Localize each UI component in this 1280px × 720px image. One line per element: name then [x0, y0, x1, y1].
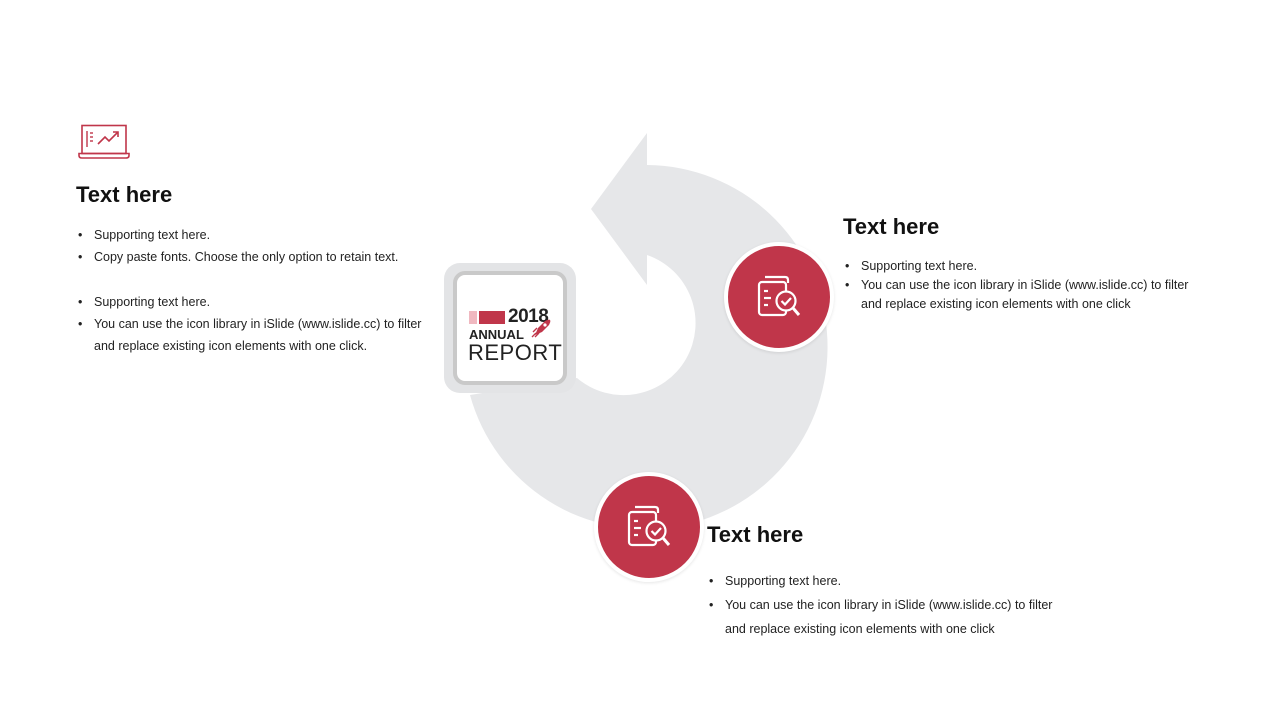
left-bullet-1: Supporting text here. — [76, 224, 436, 246]
right-bullet-1: Supporting text here. — [843, 257, 1193, 276]
annual-report-logo: 2018 ANNUAL REPORT — [444, 263, 576, 393]
left-heading: Text here — [76, 182, 173, 207]
left-bullet-4: You can use the icon library in iSlide (… — [76, 313, 436, 357]
laptop-chart-icon — [78, 124, 130, 159]
left-bullet-2: Copy paste fonts. Choose the only option… — [76, 246, 436, 268]
right-icon-badge — [724, 242, 834, 352]
logo-bar-dark — [479, 311, 505, 324]
rocket-icon — [531, 319, 551, 338]
cycle-arrow-ring — [470, 165, 828, 529]
logo-card: 2018 ANNUAL REPORT — [453, 271, 567, 385]
clipboard-search-icon — [757, 275, 801, 317]
bottom-icon-badge — [594, 472, 704, 582]
right-bullet-list: Supporting text here. You can use the ic… — [843, 257, 1193, 314]
bottom-bullet-1: Supporting text here. — [707, 569, 1057, 593]
logo-year: 2018 — [508, 306, 549, 327]
left-bullet-list: Supporting text here. Copy paste fonts. … — [76, 224, 436, 357]
clipboard-search-icon — [627, 505, 671, 547]
logo-report: REPORT — [468, 340, 563, 365]
right-heading: Text here — [843, 214, 940, 239]
bottom-bullet-2: You can use the icon library in iSlide (… — [707, 593, 1057, 641]
left-bullet-3: Supporting text here. — [76, 291, 436, 313]
bottom-heading: Text here — [707, 522, 804, 547]
logo-annual: ANNUAL — [469, 327, 524, 342]
logo-bar-light — [469, 311, 477, 324]
right-bullet-2: You can use the icon library in iSlide (… — [843, 276, 1193, 314]
cycle-arrow-head — [591, 133, 647, 285]
bottom-bullet-list: Supporting text here. You can use the ic… — [707, 569, 1057, 641]
